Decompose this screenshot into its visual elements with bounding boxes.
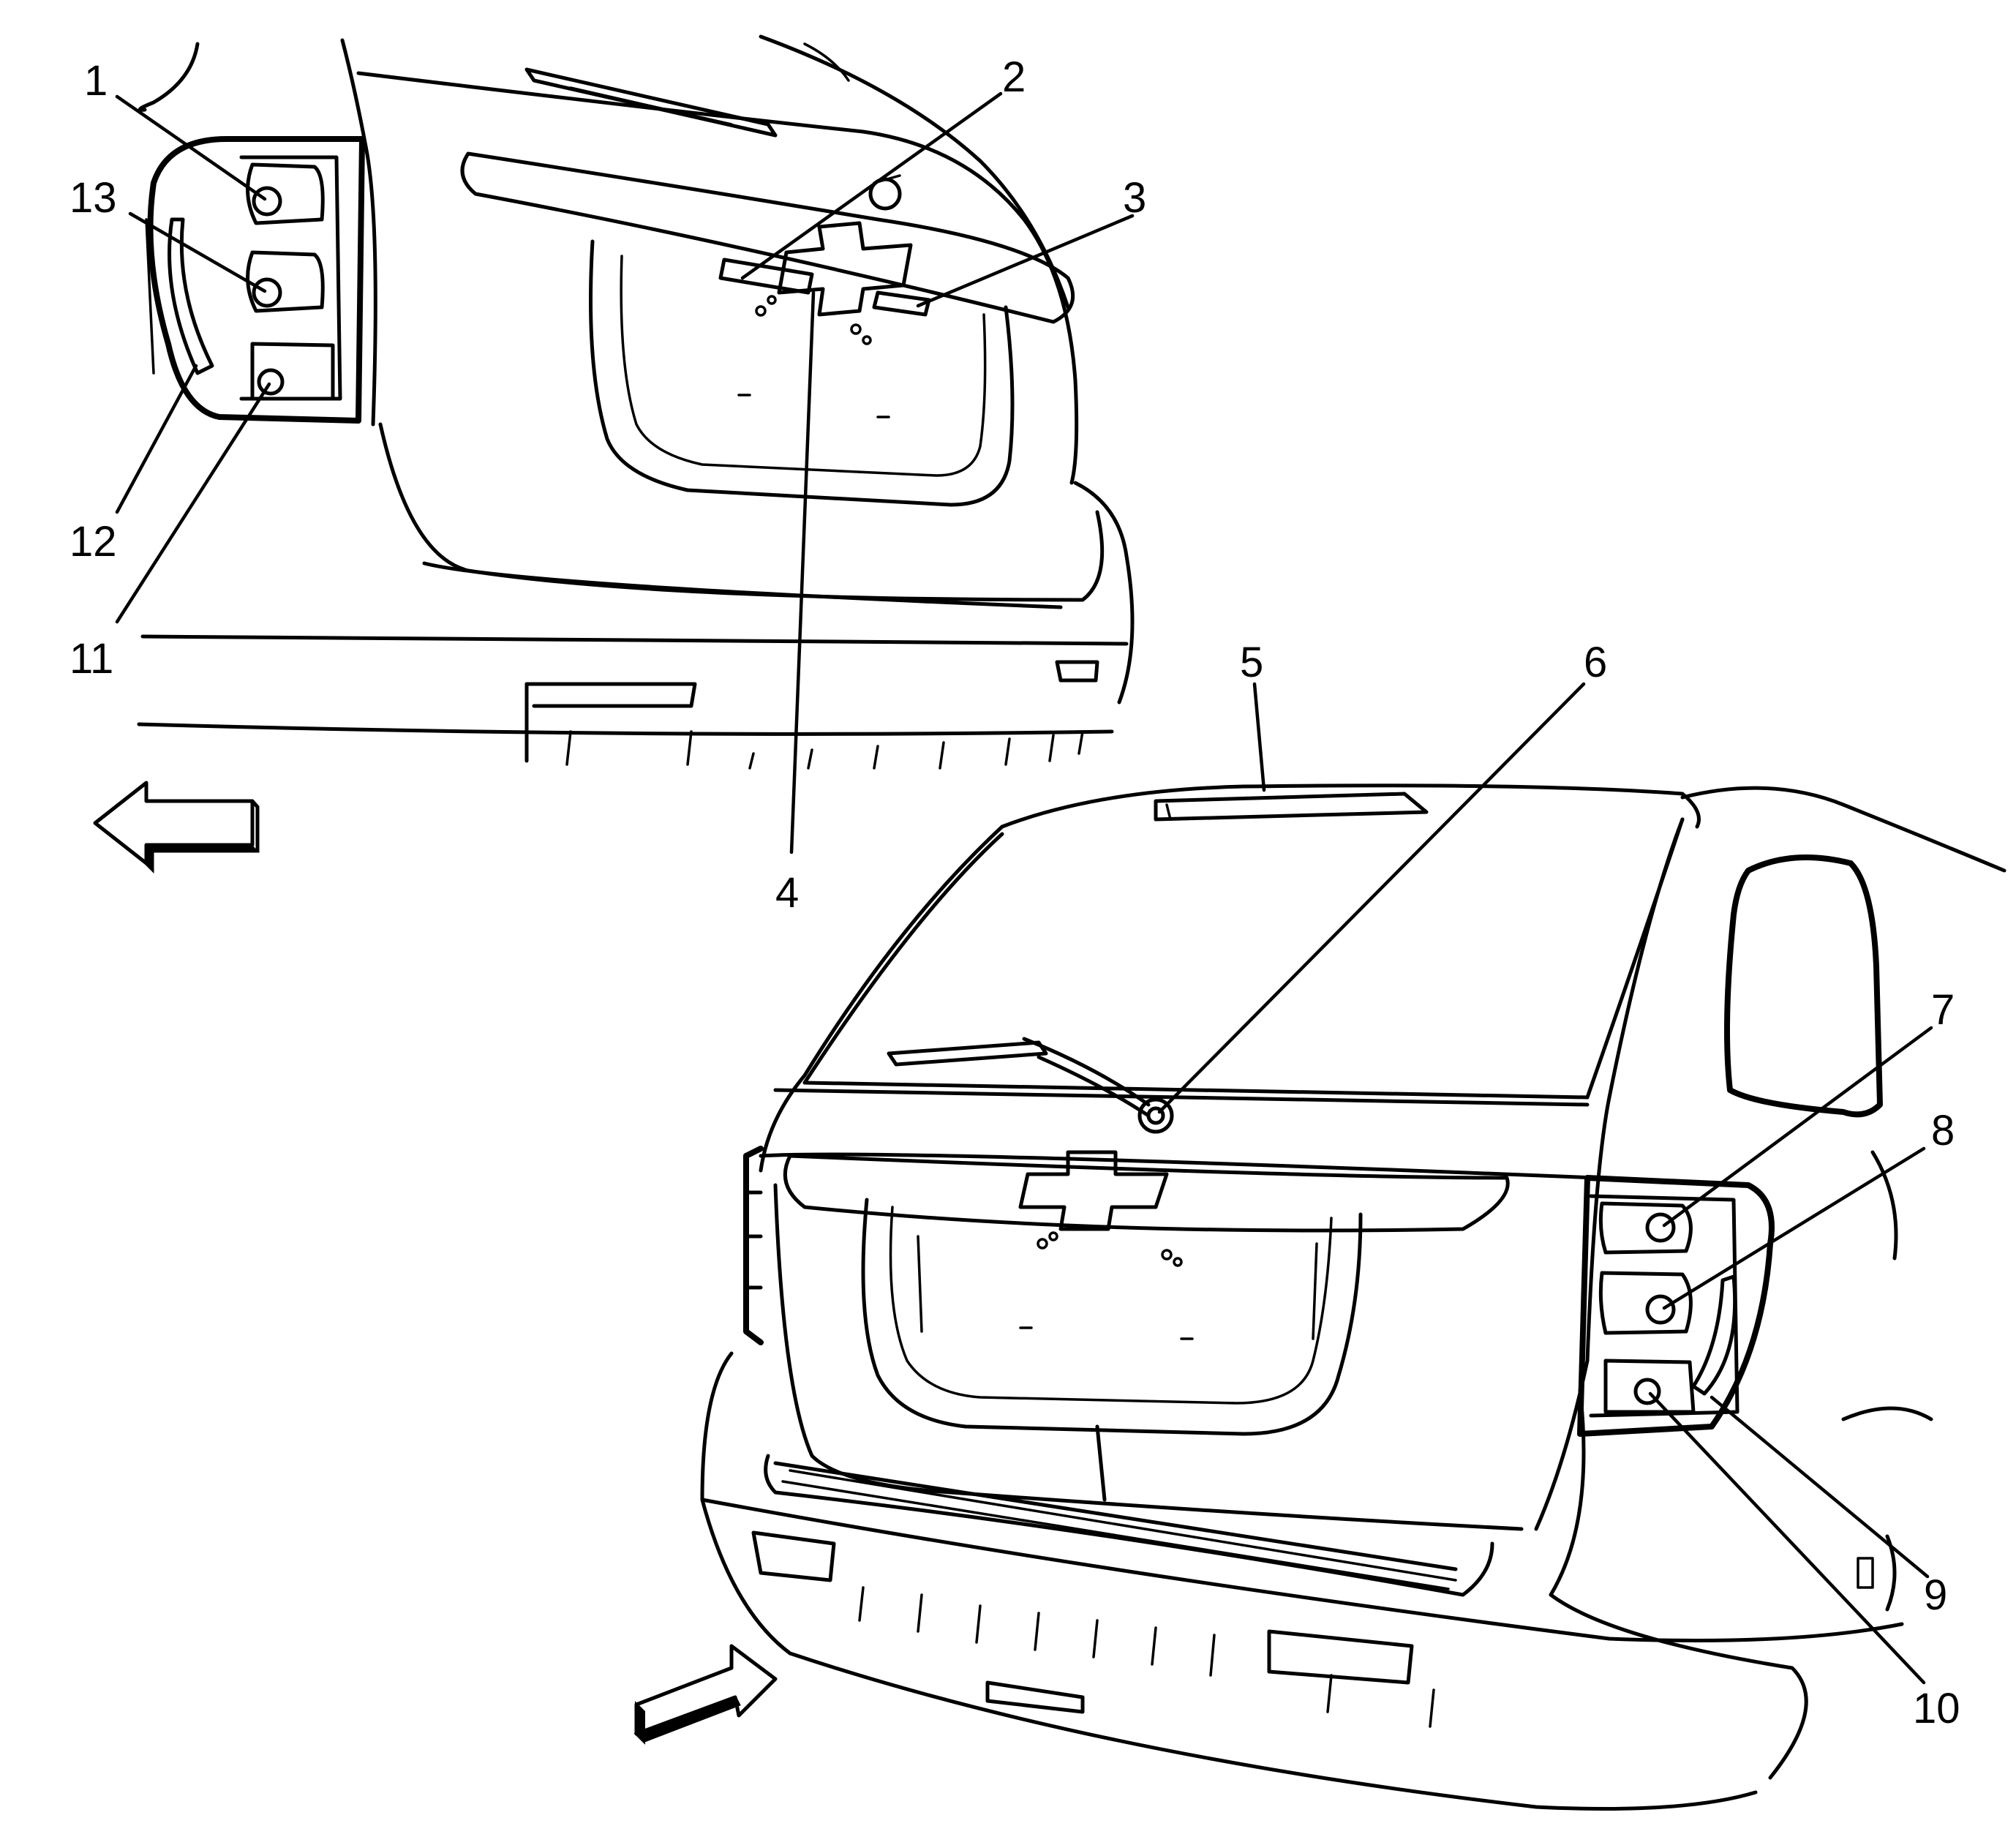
callout-labels: 1 2 3 4 5 6 7 8 9 10 11 12 13 [69,53,1960,1732]
callout-5: 5 [1240,639,1263,686]
callout-7: 7 [1931,986,1955,1034]
detail-view [137,34,1135,770]
leader-13 [128,211,267,293]
callout-12: 12 [69,518,117,566]
callout-4: 4 [775,869,799,917]
leader-8 [1662,1146,1926,1310]
leader-2 [740,91,1003,280]
callout-13: 13 [69,174,117,222]
leader-10 [1648,1391,1926,1685]
callout-8: 8 [1931,1107,1955,1154]
callout-2: 2 [1002,53,1026,101]
leader-9 [1710,1395,1930,1579]
callout-1: 1 [84,57,108,105]
main-view [700,784,2006,1811]
leader-6 [1157,682,1586,1114]
leader-7 [1662,1026,1933,1228]
callout-6: 6 [1584,639,1607,686]
leader-12 [115,364,198,514]
detail-view-arrow [93,781,260,874]
callout-9: 9 [1924,1571,1947,1619]
leader-11 [115,382,271,624]
leader-5 [1252,682,1266,792]
callout-10: 10 [1913,1685,1960,1732]
leader-3 [916,214,1135,308]
callout-11: 11 [69,635,113,683]
leader-1 [115,94,267,201]
leader-4 [789,290,816,854]
callout-3: 3 [1123,174,1146,222]
leader-lines [115,91,1933,1685]
main-view-arrow [633,1644,778,1745]
